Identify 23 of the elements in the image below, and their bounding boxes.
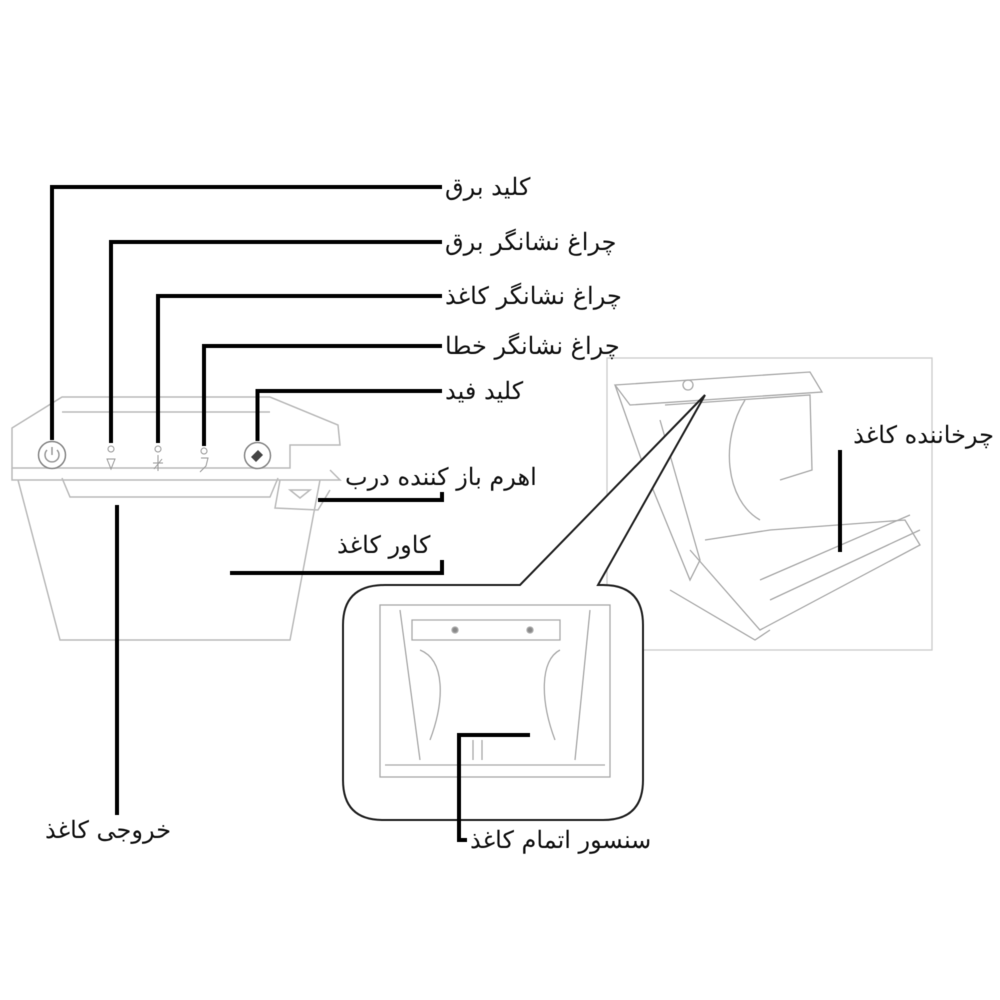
part-label: خروجی کاغذ xyxy=(45,815,172,845)
part-label: کلید برق xyxy=(445,172,530,202)
part-label: کلید فید xyxy=(445,376,524,406)
feed-button-icon xyxy=(243,441,272,470)
part-label: چراغ نشانگر خطا xyxy=(445,331,620,361)
part-label: چراغ نشانگر کاغذ xyxy=(445,281,622,311)
part-label: چرخاننده کاغذ xyxy=(853,420,994,450)
leader-line xyxy=(838,450,842,552)
leader-line xyxy=(256,389,442,441)
part-label: سنسور اتمام کاغذ xyxy=(470,825,652,855)
power-button-icon xyxy=(37,440,67,470)
part-label: اهرم باز کننده درب xyxy=(345,462,537,492)
part-label: چراغ نشانگر برق xyxy=(445,227,616,257)
leader-line xyxy=(115,505,119,815)
leader-line xyxy=(109,240,442,443)
leader-line xyxy=(318,492,444,502)
part-label: کاور کاغذ xyxy=(337,530,430,560)
leader-line xyxy=(50,185,442,440)
indicator-light-icon xyxy=(150,443,166,473)
leader-line xyxy=(202,344,442,446)
leader-line xyxy=(230,560,444,575)
leader-line xyxy=(156,294,442,443)
leader-line xyxy=(457,733,530,842)
